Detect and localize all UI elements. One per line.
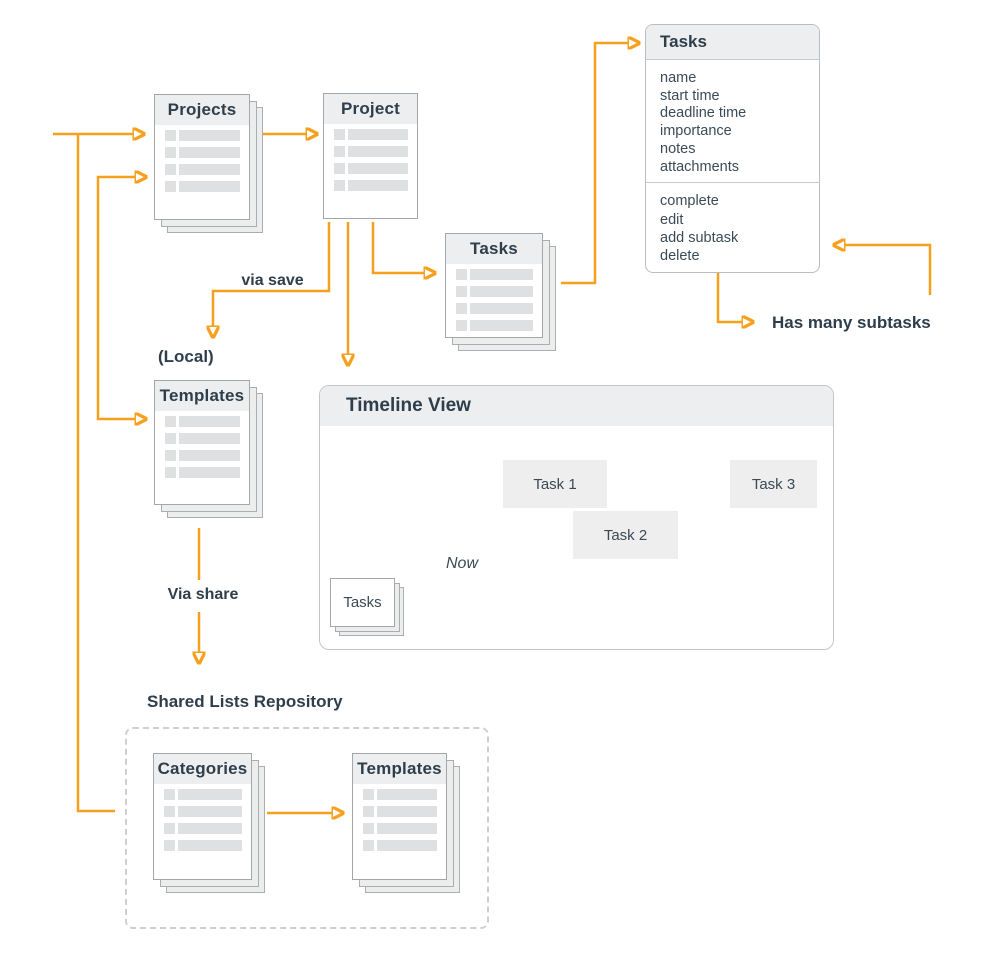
projects-card: Projects xyxy=(154,94,263,233)
list-row xyxy=(363,806,437,817)
list-row xyxy=(165,433,240,444)
via-share-label: Via share xyxy=(167,586,239,603)
tasks-detail-fields: name start time deadline time importance… xyxy=(646,60,819,182)
tasks-detail-panel: Tasks name start time deadline time impo… xyxy=(645,24,820,273)
local-templates-card: Templates xyxy=(154,380,263,518)
field-notes: notes xyxy=(660,140,696,157)
categories-card: Categories xyxy=(153,753,265,893)
tasks-list-card: Tasks xyxy=(445,233,556,351)
list-row xyxy=(165,147,240,158)
field-start-time: start time xyxy=(660,87,720,104)
tasks-list-card-title: Tasks xyxy=(446,234,542,264)
timeline-view-panel: Timeline View xyxy=(319,385,834,650)
list-row xyxy=(164,823,242,834)
tasks-detail-actions: complete edit add subtask delete xyxy=(646,182,819,272)
list-row xyxy=(165,416,240,427)
list-row xyxy=(164,806,242,817)
list-row xyxy=(165,164,240,175)
list-row xyxy=(363,789,437,800)
action-delete: delete xyxy=(660,248,700,265)
timeline-now-label: Now xyxy=(445,555,478,572)
arrow-tasks-to-has-many-subtasks xyxy=(716,272,742,322)
has-many-subtasks-label: Has many subtasks xyxy=(772,313,931,332)
field-deadline-time: deadline time xyxy=(660,105,747,122)
categories-card-rows xyxy=(154,784,251,851)
list-row xyxy=(165,130,240,141)
project-card: Project xyxy=(323,93,418,219)
list-row xyxy=(165,467,240,478)
list-row xyxy=(334,163,408,174)
arrow-subtasks-into-tasks-detail xyxy=(845,245,932,295)
via-save-label: via save xyxy=(241,272,304,289)
list-row xyxy=(334,180,408,191)
project-card-rows xyxy=(324,124,417,191)
projects-card-title: Projects xyxy=(155,95,249,125)
field-attachments: attachments xyxy=(660,158,739,175)
list-row xyxy=(456,320,533,331)
list-row xyxy=(363,840,437,851)
timeline-tasks-card: Tasks xyxy=(330,578,404,636)
list-row xyxy=(456,303,533,314)
local-label: (Local) xyxy=(158,347,214,366)
categories-card-title: Categories xyxy=(154,754,251,784)
list-row xyxy=(334,146,408,157)
shared-repo-title: Shared Lists Repository xyxy=(147,692,343,711)
timeline-view-title: Timeline View xyxy=(320,386,833,426)
action-complete: complete xyxy=(660,193,719,210)
list-row xyxy=(165,181,240,192)
shared-templates-card: Templates xyxy=(352,753,460,893)
list-row xyxy=(363,823,437,834)
list-row xyxy=(164,789,242,800)
arrow-tasks-list-to-tasks-detail xyxy=(561,43,628,285)
arrow-project-to-tasks-list xyxy=(371,222,424,273)
list-row xyxy=(456,286,533,297)
list-row xyxy=(334,129,408,140)
projects-card-rows xyxy=(155,125,249,192)
action-add-subtask: add subtask xyxy=(660,230,739,247)
shared-repo-dashed-box xyxy=(125,727,489,929)
connector-left-to-shared-repo xyxy=(76,134,115,813)
timeline-task-2: Task 2 xyxy=(573,511,678,559)
shared-templates-card-title: Templates xyxy=(353,754,446,784)
list-row xyxy=(165,450,240,461)
field-importance: importance xyxy=(660,123,732,140)
project-card-title: Project xyxy=(324,94,417,124)
timeline-tasks-card-title: Tasks xyxy=(330,578,395,627)
shared-templates-card-rows xyxy=(353,784,446,851)
timeline-task-3: Task 3 xyxy=(730,460,817,508)
tasks-detail-title: Tasks xyxy=(646,25,819,60)
connector-projects-templates-bidirectional xyxy=(96,177,135,419)
tasks-list-card-rows xyxy=(446,264,542,331)
field-name: name xyxy=(660,70,697,86)
list-row xyxy=(164,840,242,851)
action-edit: edit xyxy=(660,211,684,228)
local-templates-card-title: Templates xyxy=(155,381,249,411)
list-row xyxy=(456,269,533,280)
local-templates-card-rows xyxy=(155,411,249,478)
timeline-task-1: Task 1 xyxy=(503,460,607,508)
